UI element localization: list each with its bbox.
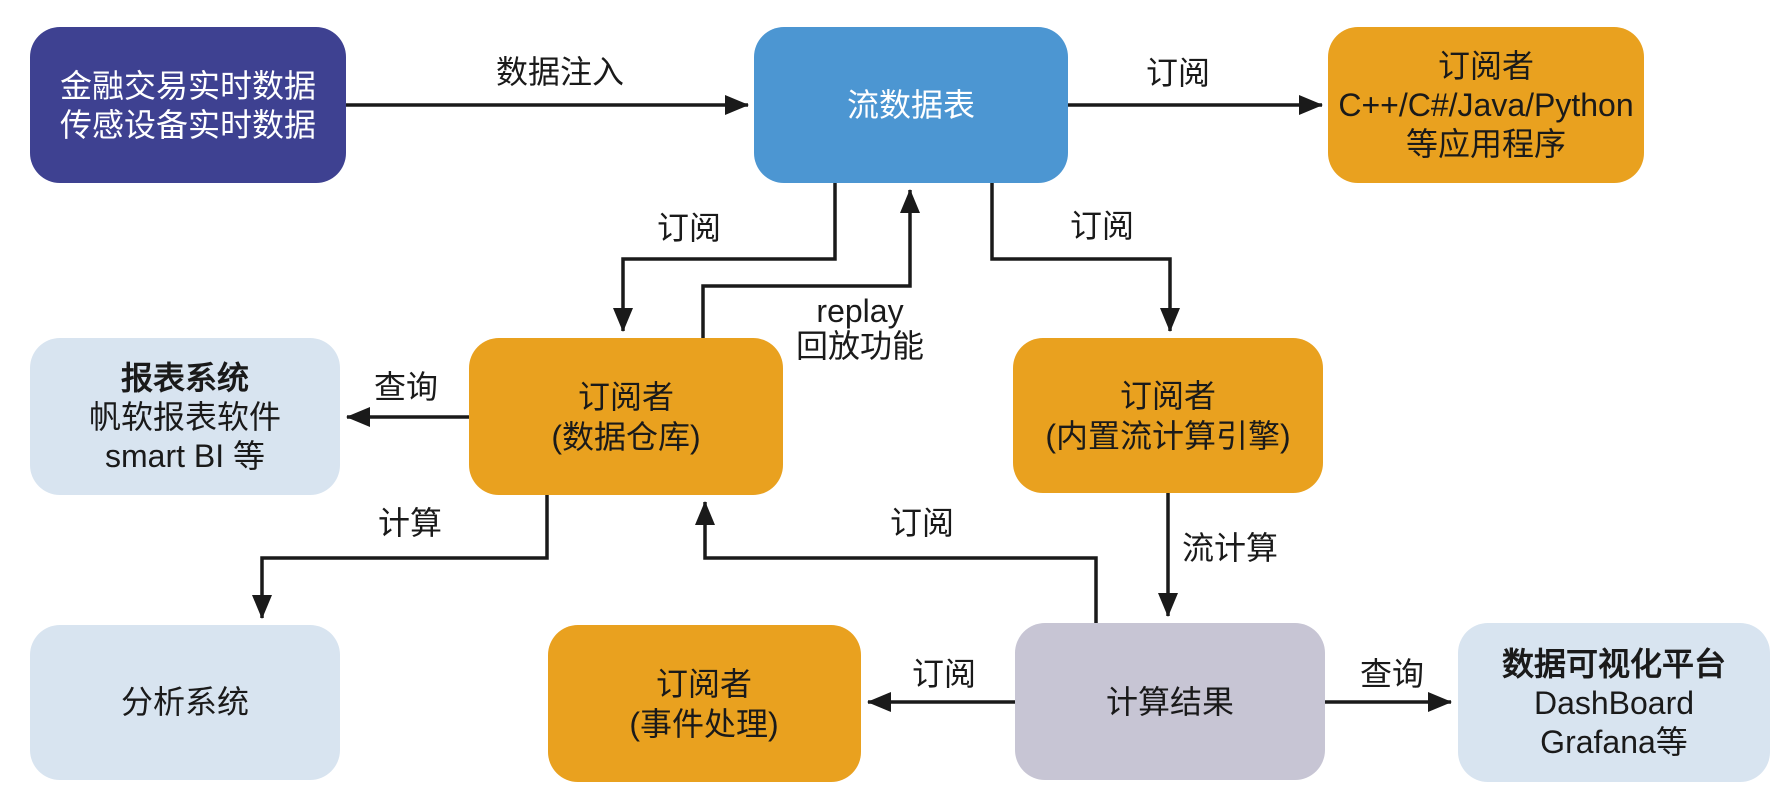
node-subscriber-engine-line2: (内置流计算引擎): [1045, 418, 1290, 454]
node-report-system-shape: [30, 338, 340, 495]
node-subscriber-event: 订阅者 (事件处理): [548, 625, 861, 782]
edge-label-replay-1: replay: [816, 293, 903, 329]
edge-subscribe-engine: [990, 183, 1180, 332]
node-subscriber-event-line2: (事件处理): [629, 706, 778, 742]
node-report-system-line3: smart BI 等: [105, 438, 265, 474]
node-dataviz-platform-line3: Grafana等: [1540, 724, 1688, 760]
node-report-system: 报表系统 帆软报表软件 smart BI 等: [30, 338, 340, 495]
edge-subscribe-back: [695, 501, 1098, 623]
node-stream-table: 流数据表: [754, 27, 1068, 183]
node-compute-result-label: 计算结果: [1106, 684, 1234, 720]
edge-label-subscribe-apps: 订阅: [1146, 55, 1210, 91]
node-dataviz-platform: 数据可视化平台 DashBoard Grafana等: [1458, 623, 1770, 782]
node-stream-table-shape: [754, 27, 1068, 183]
edge-label-query-dataviz: 查询: [1360, 656, 1424, 692]
node-subscriber-apps-line2: C++/C#/Java/Python: [1338, 87, 1633, 123]
edge-label-subscribe-engine: 订阅: [1070, 208, 1134, 244]
node-subscriber-apps-shape: [1328, 27, 1644, 183]
node-subscriber-warehouse-line2: (数据仓库): [551, 419, 700, 455]
edge-label-compute: 计算: [378, 505, 442, 541]
node-subscriber-event-shape: [548, 625, 861, 782]
edge-label-stream-compute: 流计算: [1182, 530, 1278, 566]
node-subscriber-apps-line1: 订阅者: [1438, 48, 1534, 84]
node-analysis-system-shape: [30, 625, 340, 780]
node-subscriber-engine-line1: 订阅者: [1120, 378, 1216, 414]
edge-label-subscribe-back: 订阅: [890, 505, 954, 541]
node-dataviz-platform-line2: DashBoard: [1534, 685, 1694, 721]
node-subscriber-engine: 订阅者 (内置流计算引擎): [1013, 338, 1323, 493]
node-subscriber-warehouse-shape: [469, 338, 783, 495]
node-analysis-system: 分析系统: [30, 625, 340, 780]
edge-replay: [701, 189, 920, 338]
node-report-system-title: 报表系统: [121, 360, 249, 396]
node-subscriber-event-line1: 订阅者: [656, 666, 752, 702]
node-subscriber-warehouse-line1: 订阅者: [578, 379, 674, 415]
node-dataviz-platform-shape: [1458, 623, 1770, 782]
node-source-shape: [30, 27, 346, 183]
node-subscriber-warehouse: 订阅者 (数据仓库): [469, 338, 783, 495]
edge-label-inject: 数据注入: [496, 54, 624, 90]
edge-label-subscribe-warehouse: 订阅: [657, 210, 721, 246]
node-report-system-line2: 帆软报表软件: [89, 399, 281, 435]
node-subscriber-apps: 订阅者 C++/C#/Java/Python 等应用程序: [1328, 27, 1644, 183]
edges: 数据注入 订阅 订阅 replay 回放功能 订阅 查询 计算 订阅 流计算 订…: [252, 54, 1452, 712]
node-analysis-system-label: 分析系统: [121, 684, 249, 720]
node-compute-result: 计算结果: [1015, 623, 1325, 780]
node-compute-result-shape: [1015, 623, 1325, 780]
edge-subscribe-warehouse: [613, 183, 837, 332]
node-source: 金融交易实时数据 传感设备实时数据: [30, 27, 346, 183]
edge-label-subscribe-event: 订阅: [912, 656, 976, 692]
node-subscriber-apps-line3: 等应用程序: [1406, 126, 1566, 162]
edge-label-query-report: 查询: [374, 369, 438, 405]
node-dataviz-platform-title: 数据可视化平台: [1502, 646, 1726, 682]
node-subscriber-engine-shape: [1013, 338, 1323, 493]
node-stream-table-label: 流数据表: [847, 87, 975, 123]
edge-label-replay-2: 回放功能: [796, 328, 924, 364]
node-source-line1: 金融交易实时数据: [60, 68, 316, 104]
edge-compute: [252, 495, 549, 619]
node-source-line2: 传感设备实时数据: [60, 107, 316, 143]
